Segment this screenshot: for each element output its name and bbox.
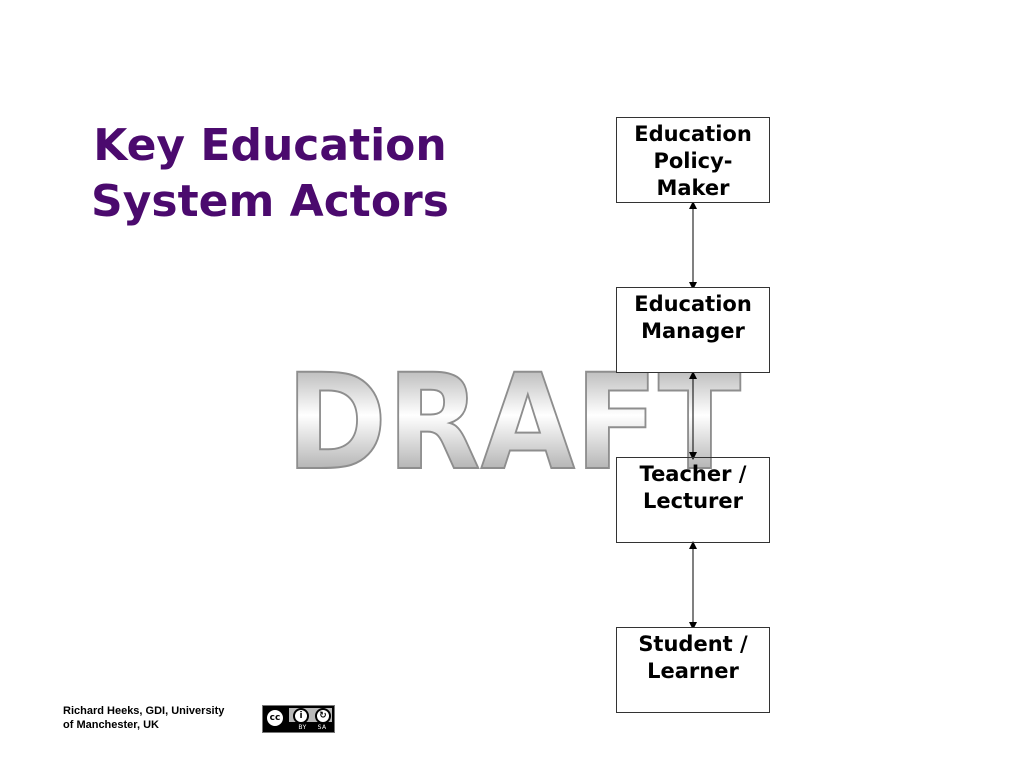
footer-credit-line-1: Richard Heeks, GDI, University [63,705,225,717]
actor-box-education-manager: Education Manager [616,287,770,373]
actor-label-line: Teacher / [639,462,747,486]
actor-label-line: Student / [638,632,748,656]
actor-box-teacher-lecturer: Teacher / Lecturer [616,457,770,543]
cc-term-by: BY [298,724,307,731]
actor-label-line: Maker [656,176,730,200]
actor-box-student-learner: Student / Learner [616,627,770,713]
cc-term-sa: SA [317,724,327,731]
actor-label-line: Education [634,122,752,146]
share-alike-icon: ↻ [315,708,331,724]
actor-label-line: Education [634,292,752,316]
cc-icon: cc [265,708,285,728]
slide-title-line-2: System Actors [91,176,449,227]
actor-label-line: Manager [641,319,745,343]
attribution-icon: i [293,708,309,724]
slide-title: Key Education System Actors [60,118,480,230]
actor-box-policy-maker: Education Policy- Maker [616,117,770,203]
actor-label-line: Learner [647,659,739,683]
actor-label-line: Lecturer [642,489,744,513]
cc-license-badge[interactable]: cc i ↻ BY SA [262,705,335,733]
footer-credit-line-2: of Manchester, UK [63,719,159,731]
slide-title-line-1: Key Education [93,120,447,171]
cc-badge-terms: BY SA [293,724,332,731]
actor-label-line: Policy- [653,149,733,173]
footer-credit: Richard Heeks, GDI, University of Manche… [63,704,224,732]
